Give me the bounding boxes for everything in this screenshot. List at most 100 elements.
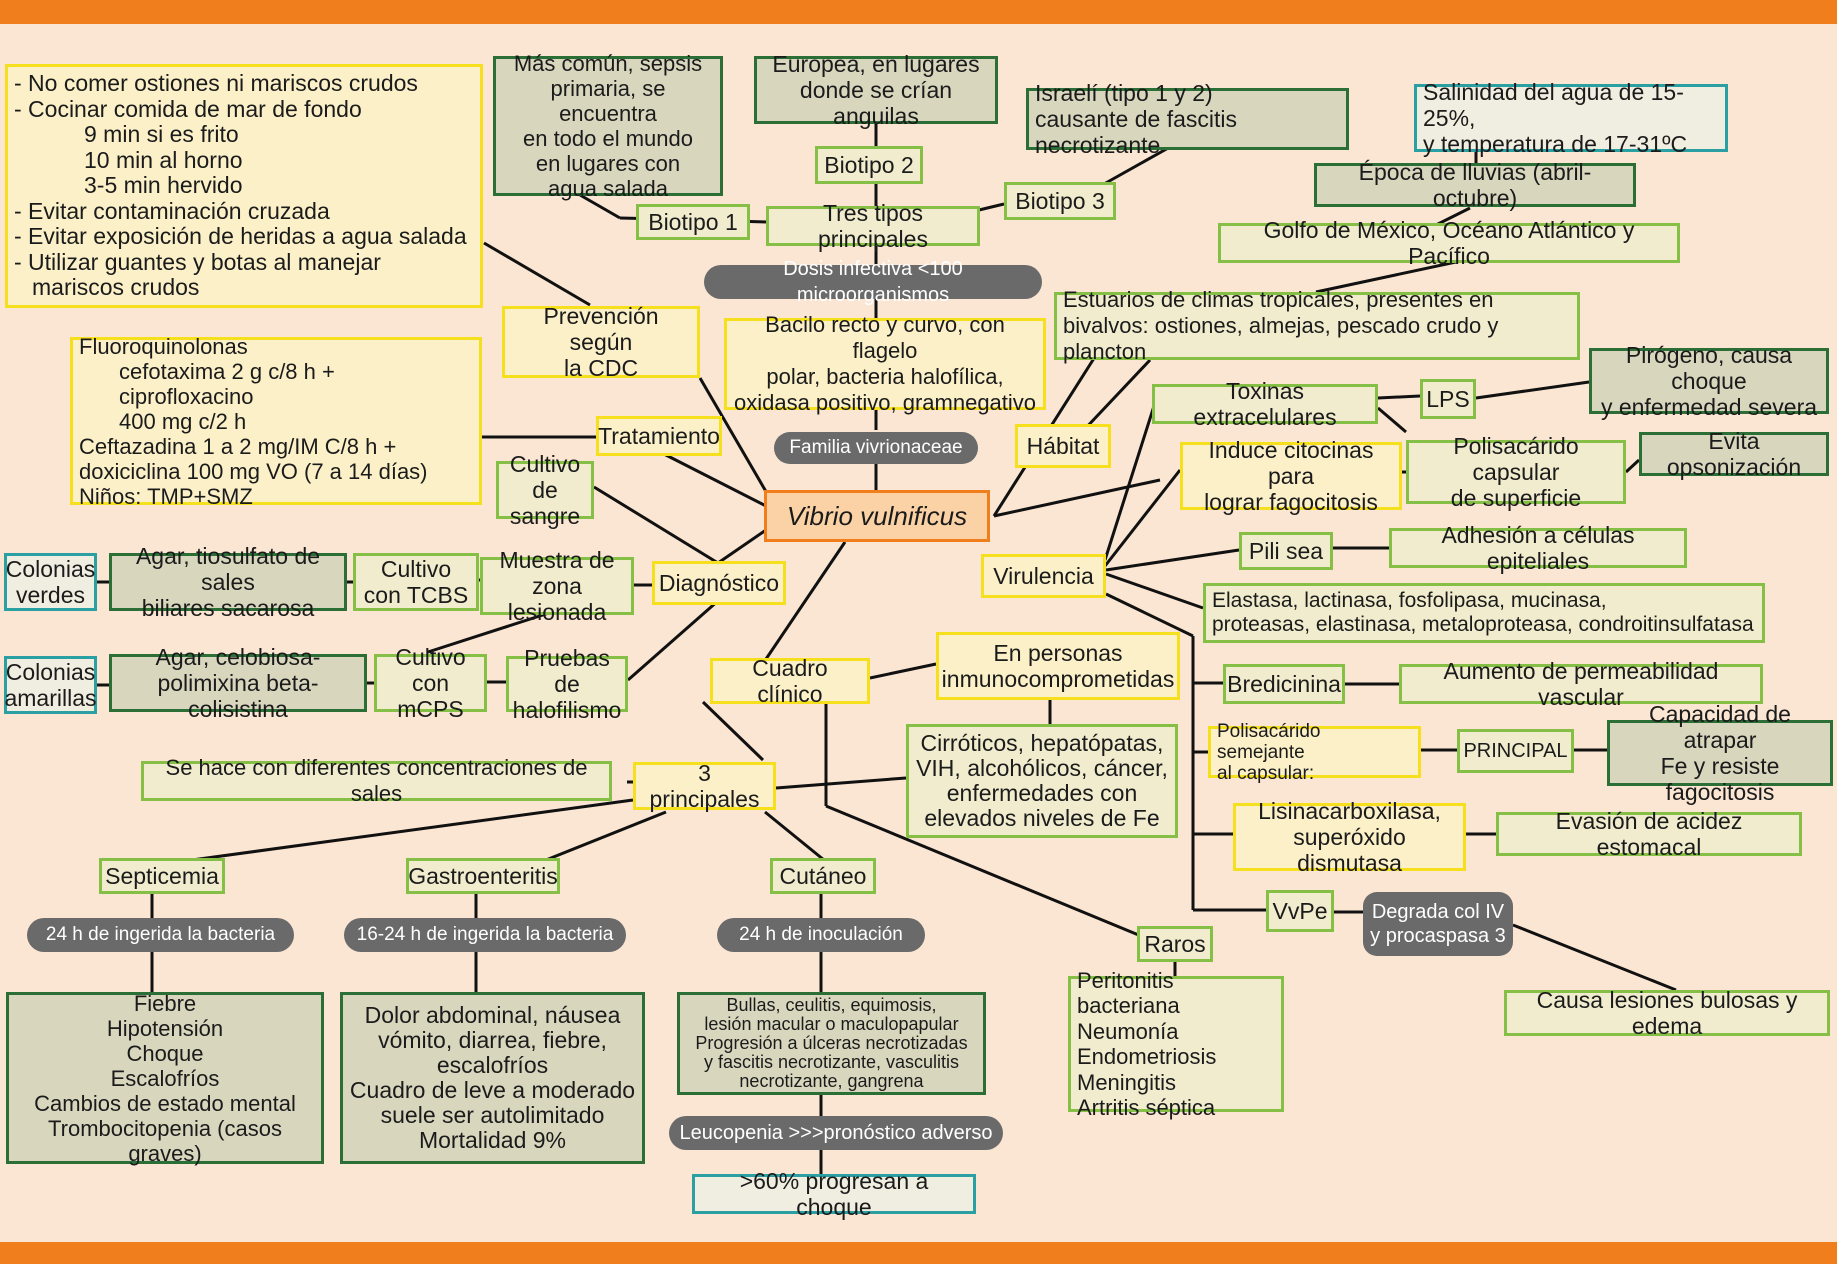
text-line: Pruebas de	[524, 645, 610, 697]
text-line: Pirógeno, causa choque	[1625, 342, 1793, 394]
text-line: Biotipo 2	[824, 152, 914, 178]
line-clinical-3	[701, 700, 765, 762]
line-3-septicemia	[191, 798, 634, 862]
text-line: Fe y resiste fagocitosis	[1660, 753, 1780, 805]
text-line: Meningitis	[1077, 1069, 1177, 1095]
text-line: Neumonía	[1077, 1018, 1179, 1044]
text-line: causante de fascitis necrotizante	[1035, 106, 1238, 158]
line-degrada-bullous	[1512, 923, 1677, 992]
text-line: y enfermedad severa	[1600, 394, 1818, 420]
text-line: Diagnóstico	[658, 570, 780, 596]
text-line: Cutáneo	[779, 863, 867, 889]
text-line: Pili sea	[1248, 538, 1324, 564]
prevention-list: - No comer ostiones ni mariscos crudos -…	[5, 64, 483, 308]
text-line: biliares sacarosa	[141, 595, 315, 621]
text-line: suele ser autolimitado	[380, 1102, 605, 1128]
text-line: polimixina beta-colisistina	[157, 670, 319, 722]
line-halo-diag	[627, 598, 720, 682]
gulf-box: Golfo de México, Océano Atlántico y Pací…	[1218, 217, 1680, 269]
text-line: proteasas, elastinasa, metaloproteasa, c…	[1212, 613, 1754, 636]
lysine-box: Lisinacarboxilasa,superóxido dismutasa	[1233, 798, 1466, 876]
text-line: polar, bacteria halofílica,	[766, 364, 1004, 389]
text-line: Agar, tiosulfato de sales	[135, 543, 321, 595]
text-line: >60% progresan a choque	[739, 1168, 929, 1220]
prevention-item: 9 min si es frito	[84, 121, 239, 148]
bullous-box: Causa lesiones bulosas y edema	[1504, 987, 1830, 1039]
line-clinical-raros	[825, 804, 1142, 938]
text-line: Prevención según	[543, 303, 659, 355]
agar-celobiosa: Agar, celobiosa-polimixina beta-colisist…	[109, 644, 367, 722]
biotipo3-description: Israelí (tipo 1 y 2)causante de fascitis…	[1026, 80, 1349, 158]
text-line: y fascitis necrotizante, vasculitis	[703, 1052, 960, 1072]
text-line: Adhesión a células epiteliales	[1441, 522, 1635, 574]
text-line: Hábitat	[1026, 433, 1100, 459]
habitat-label: Hábitat	[1015, 424, 1111, 468]
biotipo1: Biotipo 1	[636, 204, 750, 240]
septicemia-box: Septicemia	[99, 858, 225, 894]
vvpe-box: VvPe	[1266, 890, 1334, 932]
text-line: Tratamiento	[598, 423, 720, 449]
text-line: Tres tipos principales	[818, 200, 928, 252]
prevention-item: - Evitar exposición de heridas a agua sa…	[14, 223, 467, 250]
text-line: PRINCIPAL	[1463, 739, 1568, 762]
gastro-time-pill: 16-24 h de ingerida la bacteria	[344, 918, 626, 952]
text-line: Muestra de	[499, 547, 615, 573]
text-line: 24 h de ingerida la bacteria	[45, 924, 276, 945]
text-line: la CDC	[563, 355, 639, 381]
line-center-clinical	[762, 541, 847, 663]
text-line: Choque	[126, 1040, 204, 1066]
text-line: Peritonitis bacteriana	[1077, 967, 1180, 1019]
text-line: Mortalidad 9%	[418, 1127, 567, 1153]
text-line: bivalvos: ostiones, almejas, pescado cru…	[1063, 313, 1499, 364]
text-line: Biotipo 1	[648, 209, 738, 235]
text-line: Estuarios de climas tropicales, presente…	[1063, 287, 1494, 312]
line-diag-center	[717, 528, 767, 565]
text-line: Cirróticos, hepatópatas,	[920, 730, 1164, 756]
text-line: Familia vivrionaceae	[789, 437, 963, 458]
prevention-item: mariscos crudos	[32, 274, 200, 301]
line-lps-pyrogen	[1475, 380, 1590, 400]
line-vir-enzymes	[1105, 572, 1204, 610]
text-line: Hipotensión	[106, 1015, 224, 1041]
salinity-box: Salinidad del agua de 15-25%,y temperatu…	[1414, 79, 1728, 157]
text-line: Bacilo recto y curvo, con flagelo	[765, 312, 1005, 363]
text-line: Ceftazadina 1 a 2 mg/IM C/8 h +	[79, 433, 397, 459]
text-line: Fluoroquinolonas	[79, 333, 248, 359]
prevention-item: - Utilizar guantes y botas al manejar	[14, 248, 381, 275]
text-line: Aumento de permeabilidad vascular	[1443, 658, 1719, 710]
text-line: 3 principales	[649, 760, 760, 812]
cirrhotic-box: Cirróticos, hepatópatas,VIH, alcohólicos…	[906, 724, 1178, 838]
text-line: inmunocomprometidas	[941, 666, 1175, 692]
text-line: Causa lesiones bulosas y edema	[1536, 987, 1798, 1039]
text-line: zona lesionada	[507, 573, 607, 625]
line-3-gastro	[535, 810, 667, 866]
lps-box: LPS	[1420, 379, 1476, 419]
line-habitat-estuaries	[1080, 358, 1152, 434]
text-line: Golfo de México, Océano Atlántico y Pací…	[1263, 217, 1635, 269]
text-line: Virulencia	[993, 563, 1094, 589]
text-line: y procaspasa 3	[1370, 925, 1506, 947]
text-line: Induce citocinas para	[1208, 437, 1374, 489]
text-line: con TCBS	[363, 582, 469, 608]
text-line: escalofríos	[436, 1052, 549, 1078]
text-line: Capacidad de atrapar	[1649, 701, 1791, 753]
text-line: Fiebre	[133, 990, 197, 1016]
estuaries-box: Estuarios de climas tropicales, presente…	[1054, 287, 1580, 364]
text-line: Colonias	[5, 659, 96, 685]
text-line: Polisacárido capsular	[1453, 433, 1579, 485]
text-line: LPS	[1426, 386, 1470, 412]
familia-pill: Familia vivrionaceae	[774, 432, 978, 464]
line-biotipo3-desc	[1103, 145, 1171, 186]
text-line: Más común, sepsis	[513, 51, 703, 76]
biotipo2: Biotipo 2	[815, 146, 923, 184]
